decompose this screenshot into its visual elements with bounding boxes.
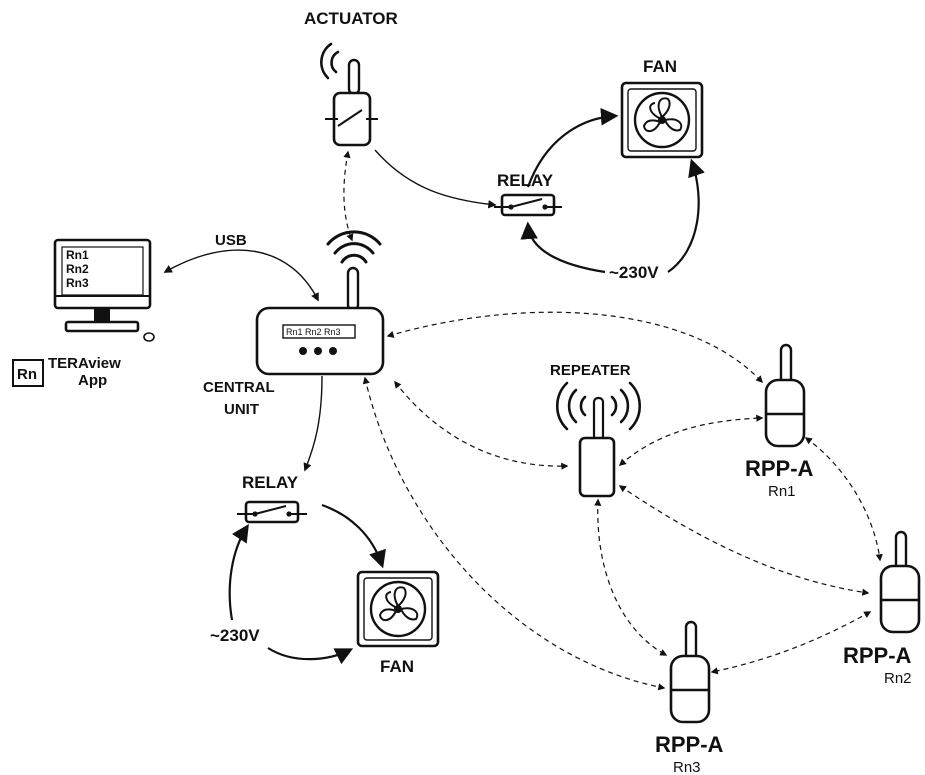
link-repeater-rn3 [594, 498, 668, 656]
sensor-rn3: RPP-A Rn3 [655, 620, 724, 775]
repeater-label: REPEATER [550, 362, 631, 379]
link-rn1-rn2 [804, 437, 883, 562]
usb-label: USB [215, 232, 247, 249]
router-icon [255, 306, 385, 376]
screen-line-2: Rn2 [66, 262, 89, 276]
fan-icon [369, 580, 427, 638]
link-actuator-central [343, 150, 354, 242]
link-rn2-rn3 [710, 611, 872, 675]
relay-switch-icon [325, 109, 378, 127]
fan-bottom-label: FAN [380, 657, 414, 676]
sensor-rn2-id: Rn2 [884, 670, 912, 687]
actuator-label: ACTUATOR [304, 9, 398, 28]
link-central-repeater [394, 380, 569, 470]
app-logo: Rn [12, 359, 44, 387]
sensor-icon [879, 530, 921, 634]
app-logo-text: Rn [17, 366, 37, 383]
central-unit-label-1: CENTRAL [203, 379, 275, 396]
link-voltage-fan-bottom [267, 647, 354, 665]
link-central-rn3 [362, 376, 666, 691]
link-actuator-relay [374, 149, 497, 209]
wifi-signal-icon [320, 42, 340, 80]
computer-icon [53, 238, 155, 342]
link-usb [163, 249, 319, 302]
central-unit-label-2: UNIT [224, 401, 259, 418]
sensor-icon [669, 620, 711, 724]
link-repeater-rn1 [618, 414, 764, 466]
screen-line-1: Rn1 [66, 248, 89, 262]
app-name-line1: TERAview [48, 355, 121, 372]
relay-bottom-label: RELAY [242, 473, 299, 492]
link-central-relay-bottom [303, 375, 323, 472]
app-name-line2: App [78, 372, 107, 389]
voltage-top-label: ~230V [609, 263, 659, 282]
sensor-rn3-model: RPP-A [655, 732, 724, 757]
relay-top-label: RELAY [497, 171, 554, 190]
wifi-signal-icon [326, 230, 382, 264]
sensor-icon [764, 343, 806, 448]
fan-icon [633, 91, 691, 149]
central-unit: Rn1 Rn2 Rn3 [255, 230, 385, 376]
relay-switch-icon [494, 198, 562, 210]
relay-top: RELAY [494, 171, 562, 217]
actuator-body [332, 91, 372, 147]
link-repeater-rn2 [618, 485, 870, 596]
fan-bottom: FAN [356, 570, 440, 676]
link-relay-fan-top [526, 108, 619, 188]
link-relay-fan-bottom [321, 503, 386, 569]
central-unit-display: Rn1 Rn2 Rn3 [286, 327, 341, 337]
link-voltage-relay-bottom [228, 524, 249, 621]
screen-line-3: Rn3 [66, 276, 89, 290]
sensor-rn2-model: RPP-A [843, 643, 912, 668]
wifi-signal-icon [556, 381, 641, 431]
relay-bottom: RELAY [237, 473, 307, 524]
sensor-rn2: RPP-A Rn2 [843, 530, 921, 687]
sensor-rn1-id: Rn1 [768, 483, 796, 500]
link-voltage-fan-top [667, 158, 705, 273]
relay-switch-icon [237, 505, 307, 517]
sensor-rn1: RPP-A Rn1 [745, 343, 814, 500]
computer: Rn1 Rn2 Rn3 [53, 238, 155, 342]
link-voltage-relay-top [520, 221, 606, 274]
sensor-rn3-id: Rn3 [673, 759, 701, 775]
fan-top-label: FAN [643, 57, 677, 76]
repeater: REPEATER [550, 362, 641, 498]
sensor-rn1-model: RPP-A [745, 456, 814, 481]
actuator-device: ACTUATOR [304, 9, 398, 147]
voltage-bottom-label: ~230V [210, 626, 260, 645]
fan-top: FAN [620, 57, 704, 159]
